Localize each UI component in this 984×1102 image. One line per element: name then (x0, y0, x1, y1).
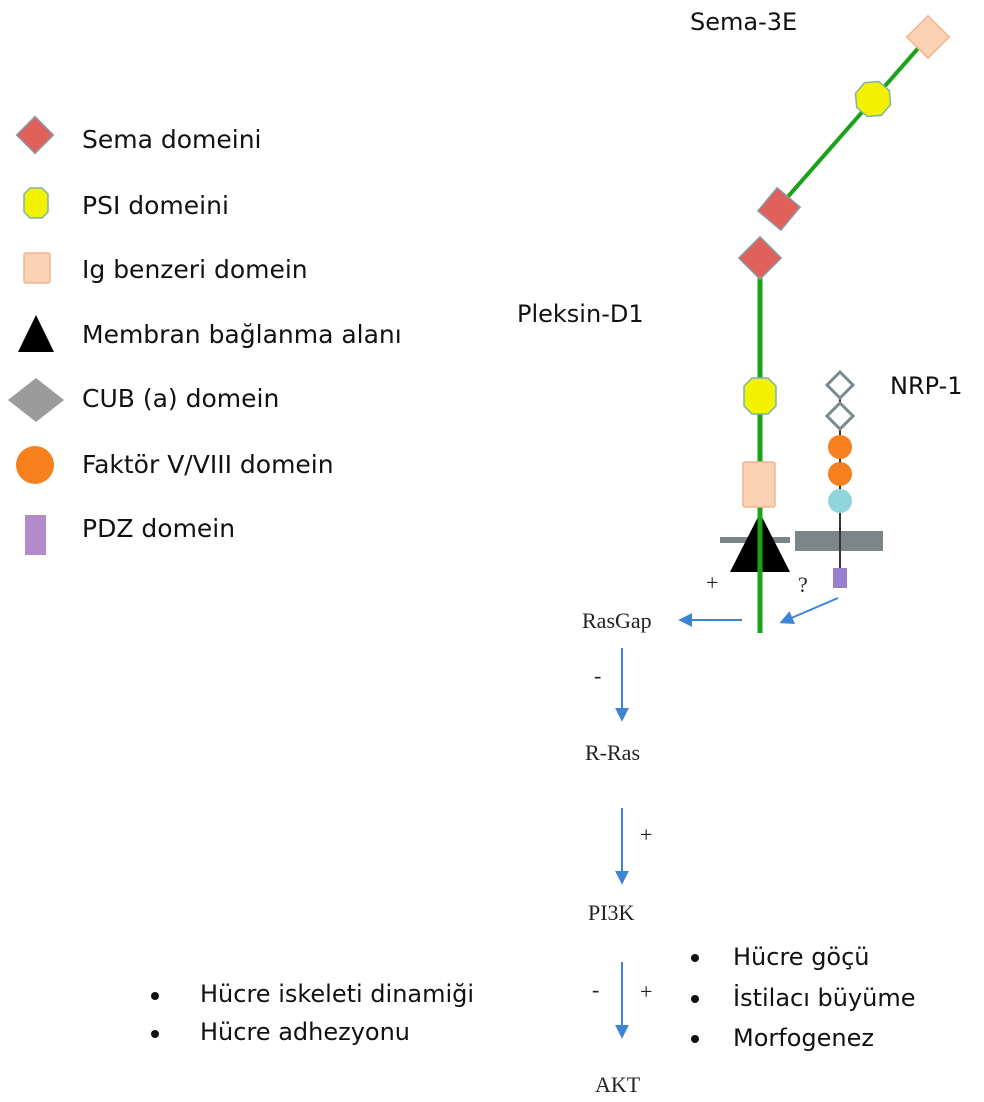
nrp1-coreceptor (824, 369, 856, 588)
plexin-ig-domain-icon (742, 461, 776, 508)
bullet-icon (691, 995, 699, 1003)
sign-rasgap-to-rras: - (594, 663, 601, 688)
black-triangle-icon (18, 315, 54, 352)
nrp1-cub-domain-icon (824, 369, 856, 401)
node-rasgap: RasGap (582, 608, 652, 633)
sema3e-ligand (756, 14, 951, 232)
legend-item-sema: Sema domeini (15, 115, 262, 155)
outcome-left-item: Hücre iskeleti dinamiği (200, 980, 474, 1008)
sign-pi3k-to-akt-right: + (640, 979, 652, 1004)
arrow-nrp-to-rasgap (779, 597, 839, 625)
nrp1-cub-domain-icon (824, 400, 856, 432)
sema3e-stalk (776, 35, 930, 210)
bullet-icon (151, 1030, 159, 1038)
legend-label-factor: Faktör V/VIII domein (82, 450, 334, 479)
legend-label-pdz: PDZ domein (82, 514, 235, 543)
outcomes-right: Hücre göçü İstilacı büyüme Morfogenez (691, 943, 916, 1052)
node-rras: R-Ras (585, 740, 640, 765)
peach-square-icon (23, 252, 51, 284)
legend-item-cub: CUB (a) domein (8, 378, 279, 422)
pleksin-label: Pleksin-D1 (517, 300, 644, 328)
legend-item-factor: Faktör V/VIII domein (16, 446, 334, 484)
plexin-psi-domain-icon (743, 377, 777, 415)
pathway-arrows (615, 597, 839, 1039)
sema3e-psi-domain-icon (854, 80, 892, 118)
nrp1-cyan-domain-icon (828, 489, 852, 513)
nrp1-factor-domain-icon (828, 462, 852, 486)
legend-label-membrane: Membran bağlanma alanı (82, 320, 402, 349)
legend-label-sema: Sema domeini (82, 125, 262, 154)
pathway-nodes: RasGap R-Ras PI3K AKT (582, 608, 652, 1097)
nrp1-factor-domain-icon (828, 435, 852, 459)
outcomes-left: Hücre iskeleti dinamiği Hücre adhezyonu (151, 980, 474, 1046)
yellow-octagon-icon (23, 187, 49, 219)
legend-label-cub: CUB (a) domein (82, 384, 279, 413)
legend-label-ig: Ig benzeri domein (82, 255, 308, 284)
nrp1-label: NRP-1 (890, 372, 963, 400)
sign-pi3k-to-akt-left: - (592, 977, 599, 1002)
sema3e-ig-domain-icon (905, 14, 951, 60)
outcome-right-item: Morfogenez (733, 1024, 874, 1052)
legend-item-membrane: Membran bağlanma alanı (18, 315, 402, 352)
bullet-icon (151, 992, 159, 1000)
outcome-left-item: Hücre adhezyonu (200, 1018, 410, 1046)
outcome-right-item: İstilacı büyüme (733, 983, 916, 1012)
nrp1-pdz-domain-icon (833, 568, 847, 588)
red-diamond-icon (15, 115, 55, 155)
legend-item-ig: Ig benzeri domein (23, 252, 308, 284)
purple-rect-icon (25, 515, 46, 555)
orange-circle-icon (16, 446, 54, 484)
sema3e-sema-domain-icon (756, 186, 802, 232)
legend-label-psi: PSI domeini (82, 191, 229, 220)
plexin-sema-domain-icon (737, 235, 783, 281)
legend: Sema domeini PSI domeini Ig benzeri dome… (8, 115, 402, 555)
outcome-right-item: Hücre göçü (733, 943, 870, 971)
sign-plexin-to-rasgap: + (706, 570, 718, 595)
legend-item-pdz: PDZ domein (25, 514, 235, 555)
sign-nrp-to-rasgap: ? (798, 572, 808, 597)
bullet-icon (691, 1035, 699, 1043)
gray-diamond-icon (8, 378, 64, 422)
node-pi3k: PI3K (588, 900, 635, 925)
bullet-icon (691, 954, 699, 962)
pathway-signs: + ? - + - + (592, 570, 808, 1004)
sema3e-label: Sema-3E (690, 8, 797, 36)
legend-item-psi: PSI domeini (23, 187, 229, 220)
plexin-d1-receptor (730, 235, 790, 633)
sign-rras-to-pi3k: + (640, 822, 652, 847)
node-akt: AKT (595, 1072, 641, 1097)
